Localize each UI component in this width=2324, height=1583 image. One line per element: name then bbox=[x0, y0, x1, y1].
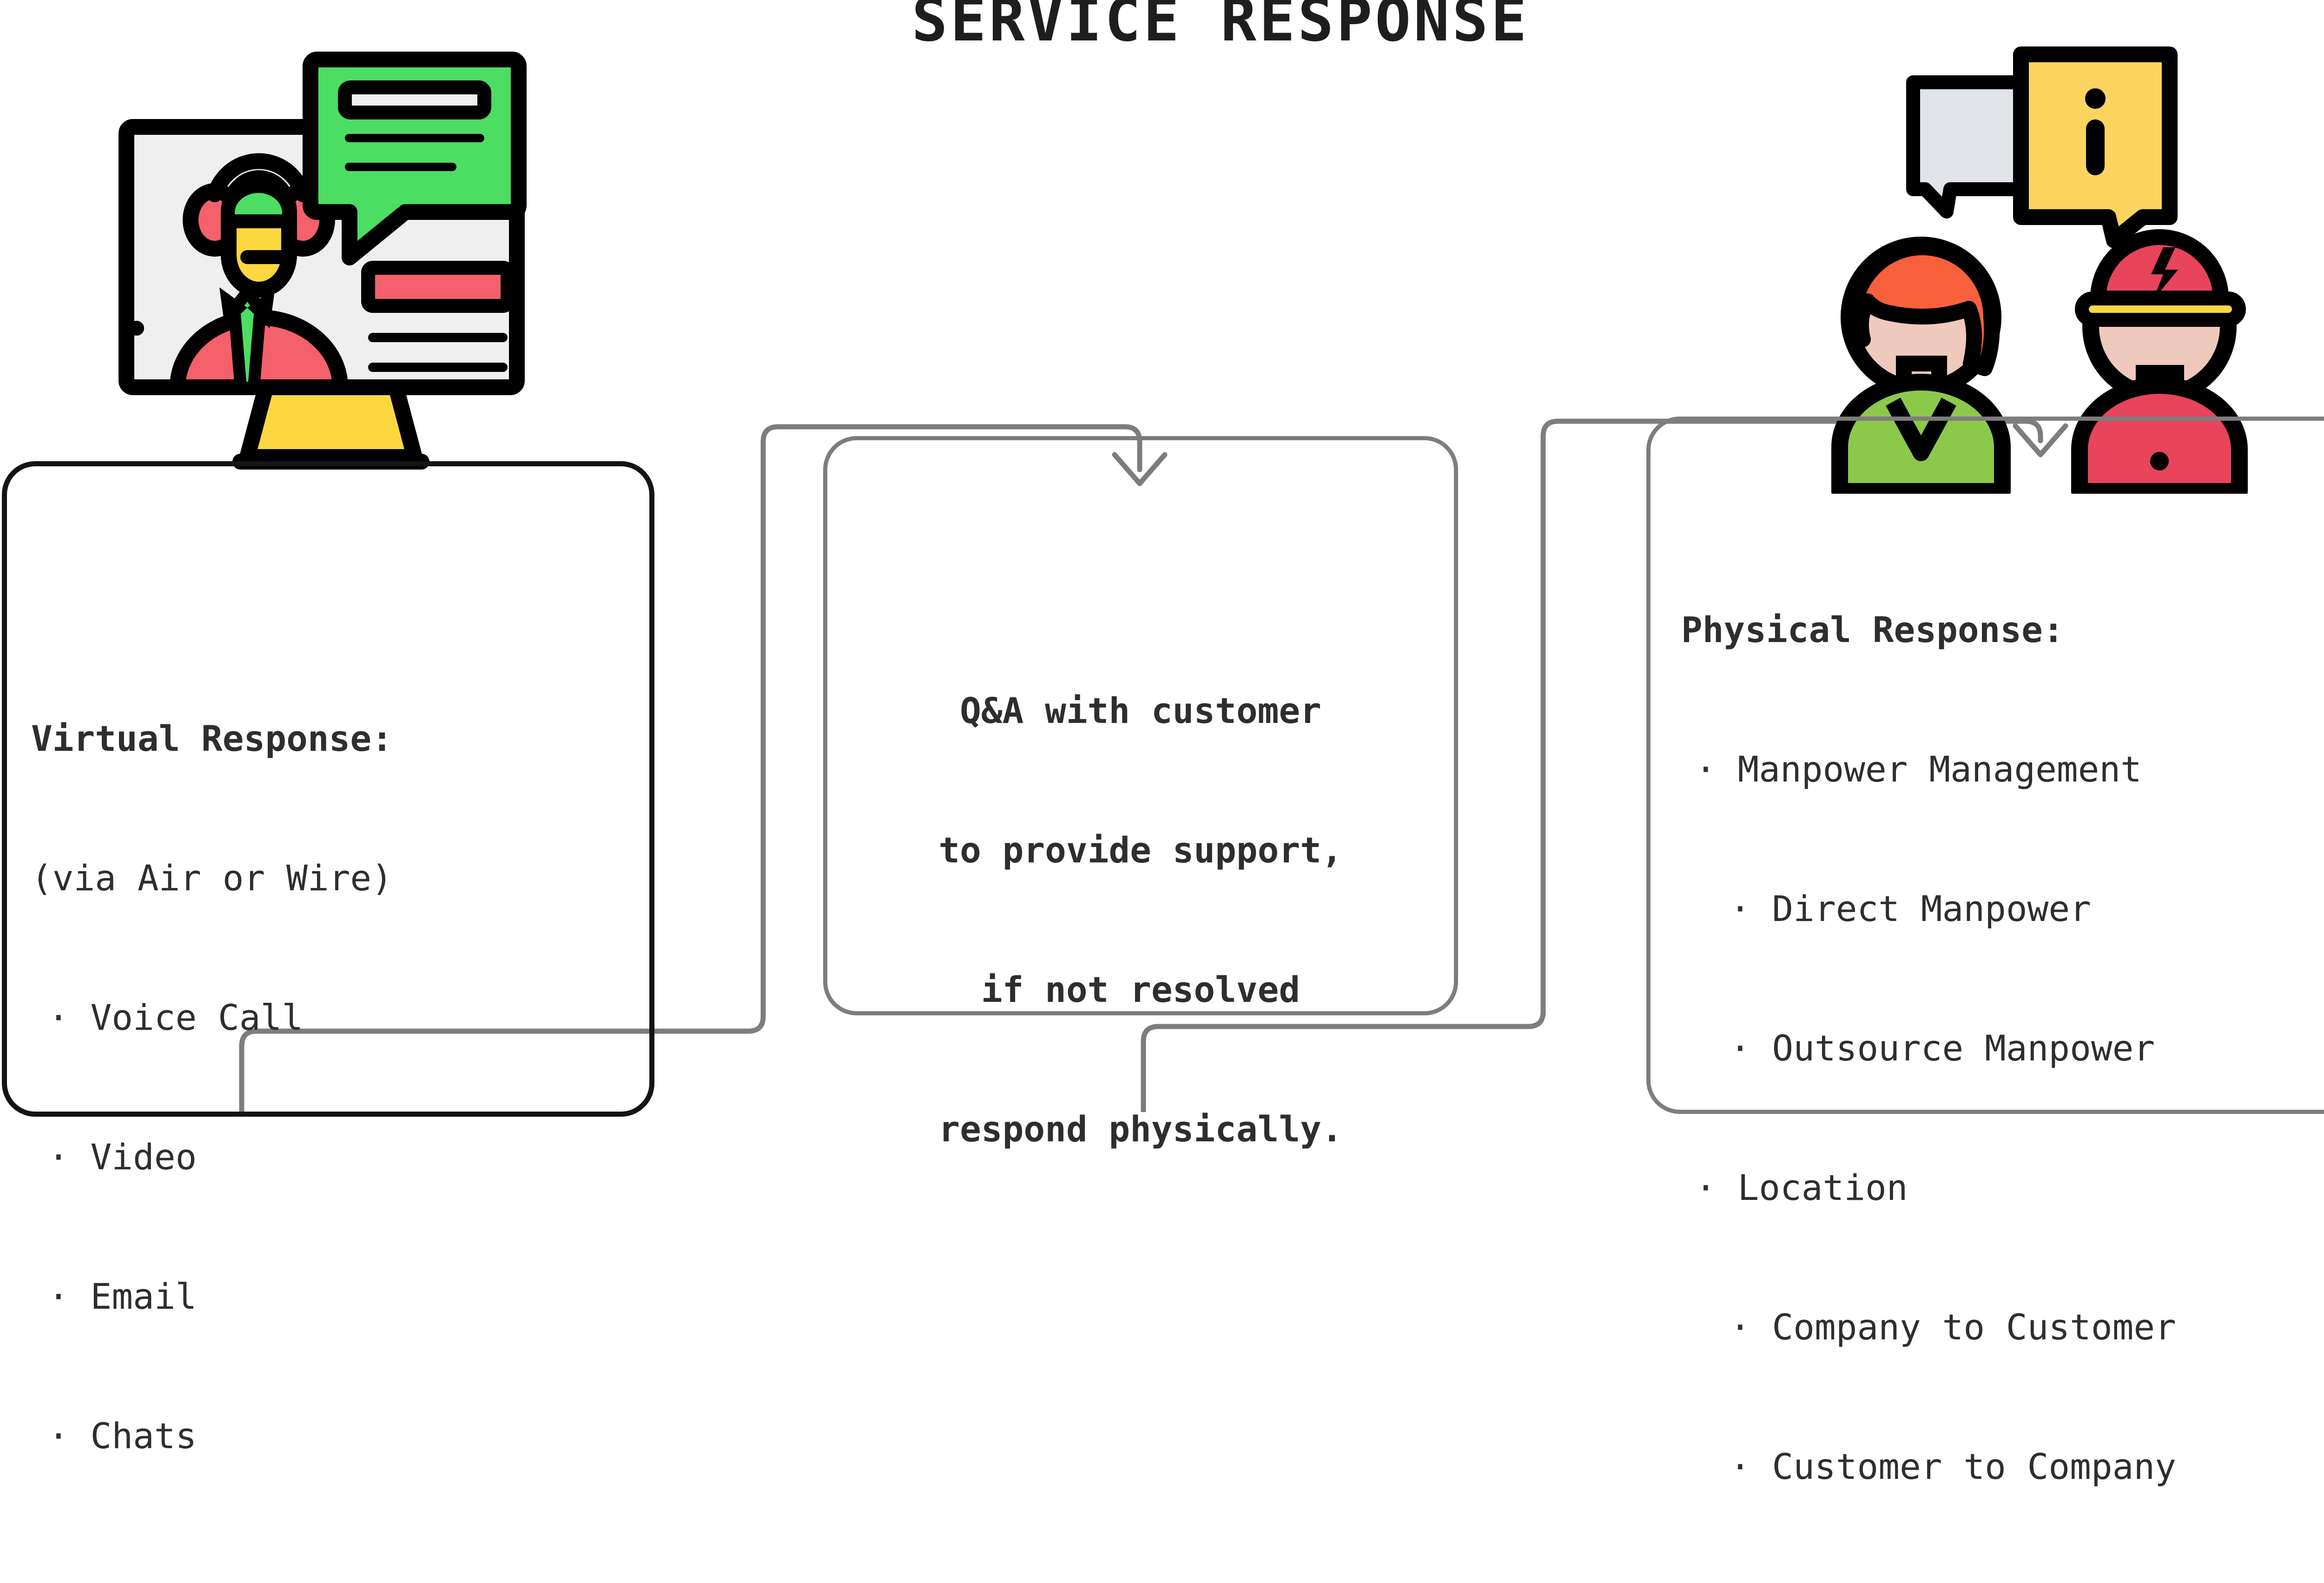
virtual-response-card[interactable]: Virtual Response: (via Air or Wire) · Vo… bbox=[2, 461, 654, 1457]
qa-flow-line: respond physically. bbox=[938, 1108, 1343, 1150]
list-item: · Outsource Manpower bbox=[1730, 1027, 2155, 1069]
list-item: · Voice Call bbox=[48, 997, 304, 1038]
list-item: · Customer to Company bbox=[1730, 1446, 2176, 1487]
qa-flow-card[interactable]: Q&A with customer to provide support, if… bbox=[823, 436, 1458, 1150]
qa-flow-card-body: Q&A with customer to provide support, if… bbox=[827, 440, 1454, 1150]
list-item: · Email bbox=[48, 1276, 197, 1317]
connector-left-to-middle bbox=[239, 424, 1168, 1112]
virtual-response-card-body: Virtual Response: (via Air or Wire) · Vo… bbox=[7, 466, 649, 1457]
qa-flow-line: if not resolved bbox=[981, 969, 1301, 1010]
field-technician-customer-icon bbox=[1831, 46, 2248, 494]
list-item: · Manpower Management bbox=[1695, 748, 2142, 790]
list-item: · Company to Customer bbox=[1730, 1306, 2176, 1348]
physical-response-text: Physical Response: · Manpower Management… bbox=[1681, 514, 2324, 1583]
physical-response-card[interactable]: Physical Response: · Manpower Management… bbox=[1646, 417, 2324, 1487]
qa-flow-line: Q&A with customer bbox=[960, 690, 1321, 731]
connector-layer bbox=[239, 418, 2068, 1112]
virtual-response-heading: Virtual Response: bbox=[31, 718, 393, 759]
virtual-response-subheading: (via Air or Wire) bbox=[31, 857, 393, 899]
physical-response-card-body: Physical Response: · Manpower Management… bbox=[1651, 421, 2324, 1487]
physical-response-heading: Physical Response: bbox=[1681, 609, 2064, 650]
list-item: · Direct Manpower bbox=[1730, 888, 2091, 929]
page-title: SERVICE RESPONSE bbox=[911, 0, 1530, 55]
virtual-response-text: Virtual Response: (via Air or Wire) · Vo… bbox=[31, 623, 631, 1552]
qa-flow-text: Q&A with customer to provide support, if… bbox=[827, 595, 1454, 1245]
diagram-canvas: SERVICE RESPONSE bbox=[2, 0, 2324, 1487]
list-item: · Chats bbox=[48, 1415, 197, 1457]
list-item: · Location bbox=[1695, 1167, 1908, 1208]
list-item: · Video bbox=[48, 1136, 197, 1178]
video-support-agent-icon bbox=[119, 52, 527, 470]
qa-flow-line: to provide support, bbox=[938, 829, 1343, 871]
connector-middle-to-right bbox=[1141, 418, 2068, 1112]
